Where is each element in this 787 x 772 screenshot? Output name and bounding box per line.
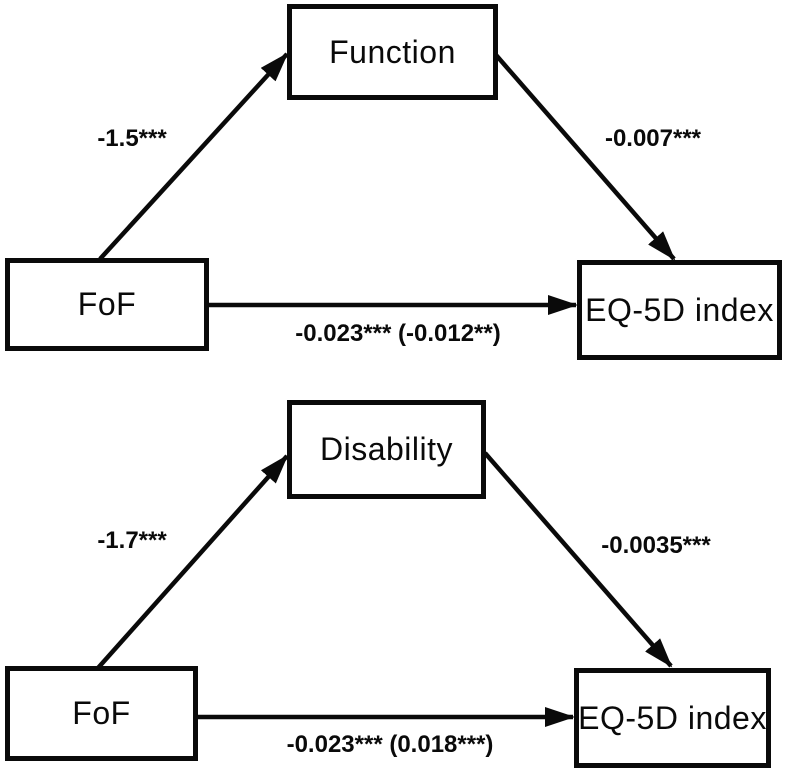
path-b-coefficient-top: -0.007*** xyxy=(604,125,702,152)
predictor-box-bottom: FoF xyxy=(5,666,198,761)
predictor-label-bottom: FoF xyxy=(72,695,131,731)
path-a-arrow-bottom xyxy=(96,454,289,670)
path-a-coefficient-top: -1.5*** xyxy=(97,125,167,152)
path-b-arrow-bottom xyxy=(483,451,673,668)
path-a-arrow-top xyxy=(98,52,289,261)
mediator-label-bottom: Disability xyxy=(319,431,454,467)
path-b-arrow-top xyxy=(494,53,676,261)
path-b-coefficient-bottom: -0.0035*** xyxy=(601,532,711,559)
outcome-box-bottom: EQ-5D index xyxy=(574,668,771,768)
outcome-box-top: EQ-5D index xyxy=(577,260,782,360)
path-a-coefficient-bottom: -1.7*** xyxy=(97,527,167,554)
predictor-box-top: FoF xyxy=(5,258,209,351)
path-c-coefficient-bottom: -0.023*** (0.018***) xyxy=(286,731,494,758)
path-c-coefficient-top: -0.023*** (-0.012**) xyxy=(295,320,501,347)
predictor-label-top: FoF xyxy=(77,286,137,322)
outcome-label-bottom: EQ-5D index xyxy=(578,699,767,736)
outcome-label-top: EQ-5D index xyxy=(585,291,774,328)
mediator-box-top: Function xyxy=(287,4,498,100)
mediator-label-top: Function xyxy=(329,33,456,70)
mediator-box-bottom: Disability xyxy=(287,400,486,499)
